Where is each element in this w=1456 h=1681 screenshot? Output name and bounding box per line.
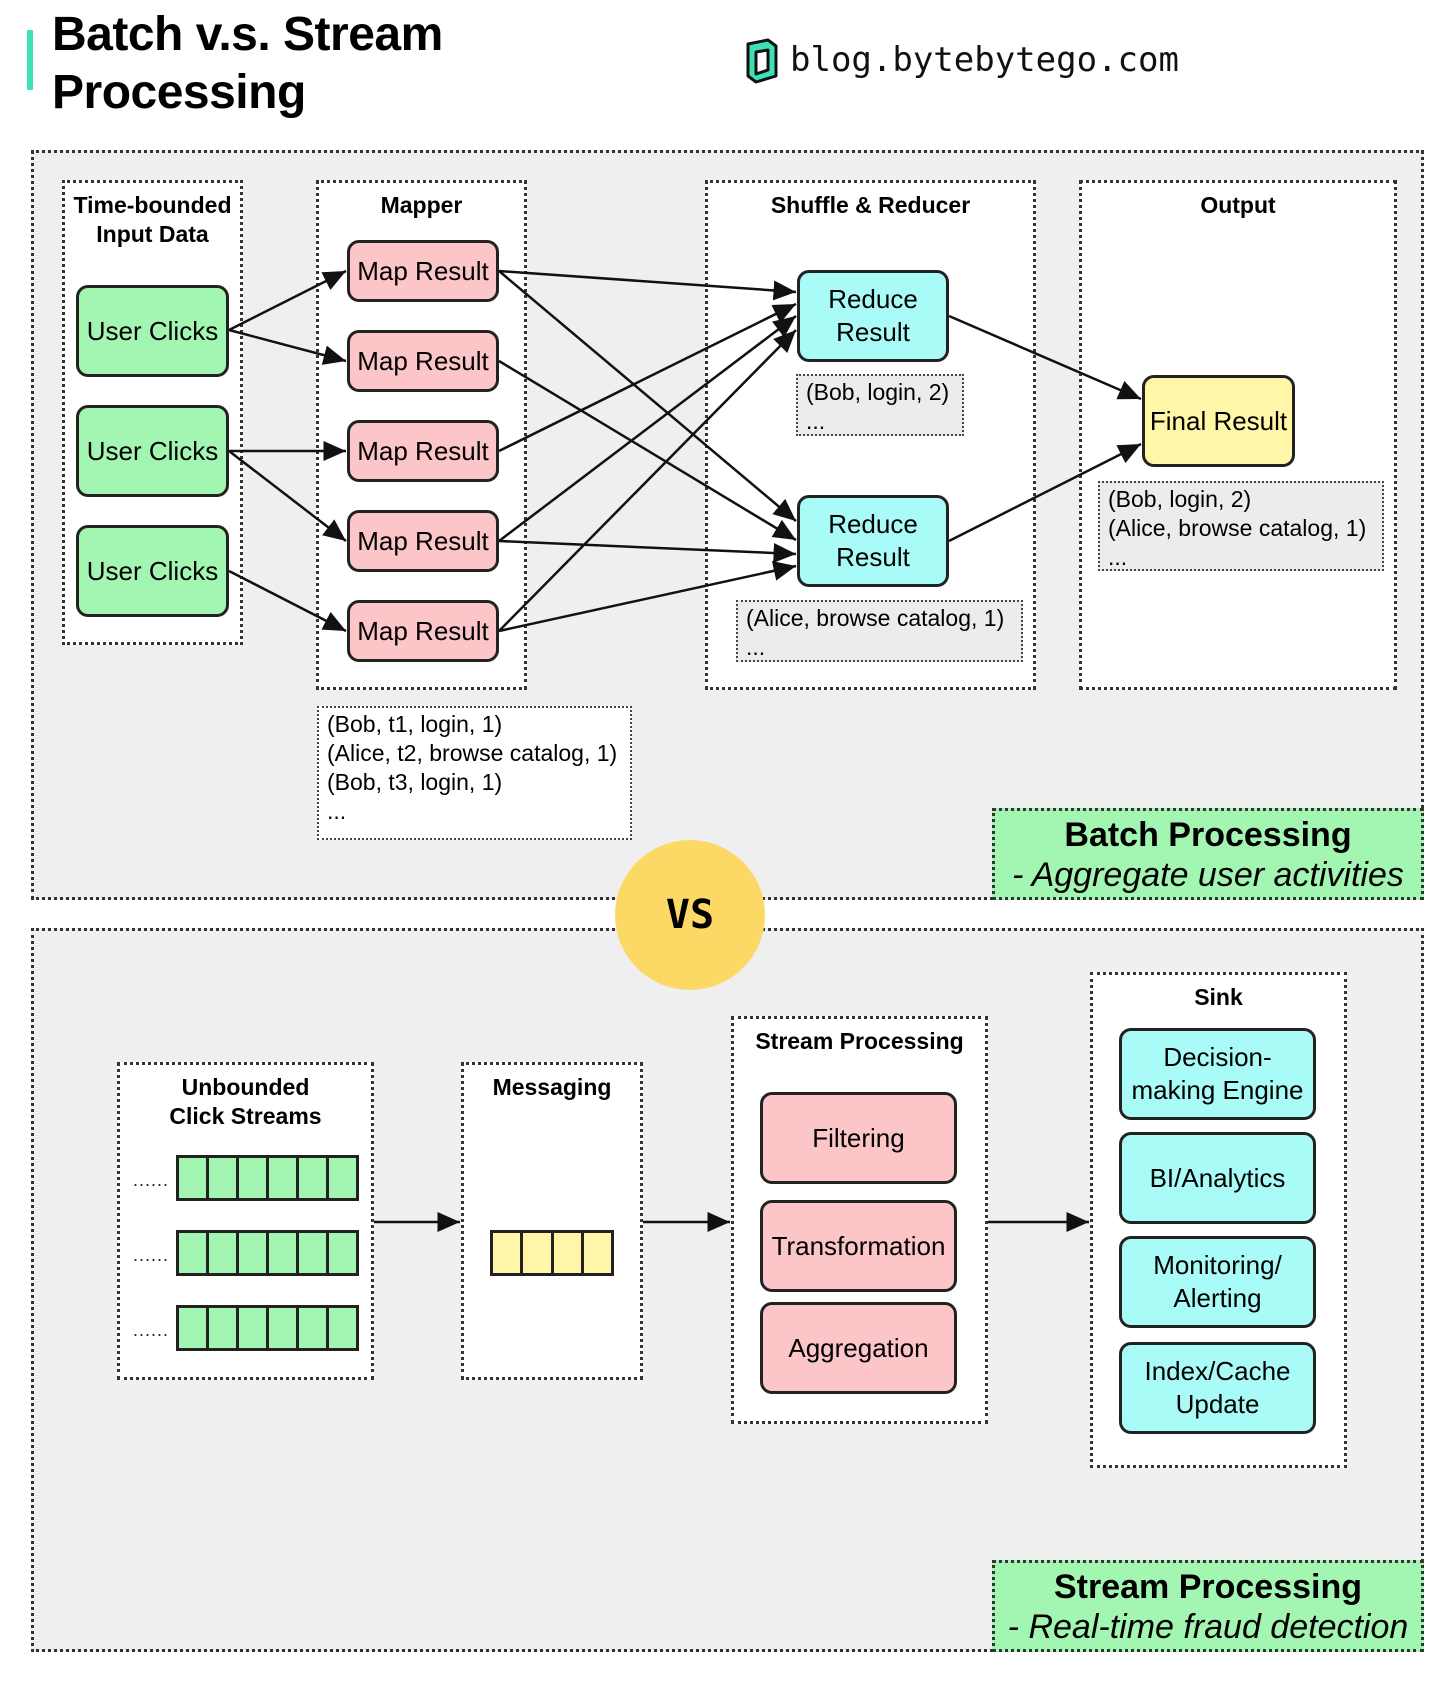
- stream-dots-1: ......: [133, 1170, 170, 1190]
- sink-title: Sink: [1194, 984, 1243, 1010]
- user-clicks-box-3: User Clicks: [76, 525, 229, 617]
- reduce-result-1-line-2: Result: [836, 317, 910, 347]
- decision-engine-box: Decision- making Engine: [1119, 1028, 1316, 1120]
- user-clicks-box-1: User Clicks: [76, 285, 229, 377]
- batch-processing-label: Batch Processing - Aggregate user activi…: [992, 808, 1424, 900]
- aggregation-box: Aggregation: [760, 1302, 957, 1394]
- index-cache-line-2: Update: [1175, 1389, 1260, 1419]
- arrow-map1-reduce2: [498, 270, 797, 522]
- messaging-title: Messaging: [492, 1074, 612, 1100]
- stream-label-subtitle: - Real-time fraud detection: [1007, 1608, 1409, 1646]
- input-panel-title-line-2: Input Data: [96, 221, 209, 247]
- output-note: (Bob, login, 2) (Alice, browse catalog, …: [1098, 481, 1384, 571]
- reduce-result-1-line-1: Reduce: [828, 284, 918, 314]
- final-result-box: Final Result: [1142, 375, 1295, 467]
- arrow-clicks3-map5: [228, 569, 347, 633]
- page-title-line-1: Batch v.s. Stream: [52, 8, 443, 61]
- map-result-box-2: Map Result: [347, 330, 499, 392]
- map-result-box-1: Map Result: [347, 240, 499, 302]
- arrow-clicks2-map4: [228, 450, 347, 542]
- arrow-map3-reduce1: [498, 302, 797, 453]
- monitoring-line-2: Alerting: [1173, 1283, 1262, 1313]
- map-result-box-4: Map Result: [347, 510, 499, 572]
- click-stream-queue-3: [176, 1305, 359, 1351]
- user-clicks-box-2: User Clicks: [76, 405, 229, 497]
- click-streams-title-line-1: Unbounded: [181, 1074, 310, 1100]
- click-streams-title: Unbounded Click Streams: [120, 1073, 371, 1131]
- reduce-result-box-1: Reduce Result: [797, 270, 949, 362]
- click-stream-queue-1: [176, 1155, 359, 1201]
- arrow-map4-reduce2: [498, 539, 797, 564]
- arrow-map1-reduce1: [498, 269, 797, 301]
- transformation-box: Transformation: [760, 1200, 957, 1292]
- title-accent-bar: [27, 30, 33, 90]
- index-cache-line-1: Index/Cache: [1144, 1356, 1291, 1386]
- arrow-clicks1-map1: [228, 269, 347, 332]
- decision-engine-line-2: making Engine: [1131, 1075, 1304, 1105]
- bytebytego-logo-icon: [746, 38, 778, 84]
- stream-processing-title: Stream Processing: [755, 1028, 964, 1054]
- click-streams-title-line-2: Click Streams: [169, 1103, 322, 1129]
- message-queue: [490, 1230, 614, 1276]
- input-panel-title-line-1: Time-bounded: [73, 192, 232, 218]
- stream-dots-3: ......: [133, 1320, 170, 1340]
- messaging-panel: Messaging: [461, 1062, 643, 1380]
- batch-label-title: Batch Processing: [1064, 816, 1352, 854]
- shuffle-panel-title: Shuffle & Reducer: [770, 192, 971, 218]
- mapper-panel-title: Mapper: [380, 192, 463, 218]
- map-result-box-3: Map Result: [347, 420, 499, 482]
- mapper-note: (Bob, t1, login, 1) (Alice, t2, browse c…: [317, 706, 632, 840]
- bi-analytics-box: BI/Analytics: [1119, 1132, 1316, 1224]
- output-panel-title: Output: [1200, 192, 1276, 218]
- stream-label-title: Stream Processing: [1053, 1568, 1363, 1606]
- reduce-note-2: (Alice, browse catalog, 1) ...: [736, 600, 1023, 662]
- map-result-box-5: Map Result: [347, 600, 499, 662]
- arrow-map5-reduce1: [498, 329, 797, 632]
- arrow-reduce2-final: [948, 442, 1142, 543]
- batch-label-subtitle: - Aggregate user activities: [1012, 856, 1404, 894]
- filtering-box: Filtering: [760, 1092, 957, 1184]
- monitoring-alerting-box: Monitoring/ Alerting: [1119, 1236, 1316, 1328]
- stream-processing-label: Stream Processing - Real-time fraud dete…: [992, 1560, 1424, 1652]
- stream-dots-2: ......: [133, 1245, 170, 1265]
- page-title-line-2: Processing: [52, 66, 306, 119]
- reduce-result-2-line-1: Reduce: [828, 509, 918, 539]
- arrow-clicks1-map2: [228, 328, 347, 365]
- arrow-map4-reduce1: [498, 315, 797, 542]
- reduce-note-1: (Bob, login, 2) ...: [796, 374, 964, 436]
- bi-analytics-line-1: BI/Analytics: [1149, 1162, 1286, 1193]
- vs-badge: VS: [615, 840, 765, 990]
- page-title: Batch v.s. Stream Processing: [52, 6, 443, 122]
- arrow-reduce1-final: [948, 314, 1142, 401]
- arrow-map2-reduce2: [498, 359, 797, 542]
- index-cache-box: Index/Cache Update: [1119, 1342, 1316, 1434]
- input-panel-title: Time-bounded Input Data: [65, 191, 240, 249]
- decision-engine-line-1: Decision-: [1163, 1042, 1272, 1072]
- reduce-result-box-2: Reduce Result: [797, 495, 949, 587]
- arrow-map5-reduce2: [498, 561, 797, 633]
- brand-url[interactable]: blog.bytebytego.com: [790, 40, 1179, 80]
- monitoring-line-1: Monitoring/: [1153, 1250, 1282, 1280]
- click-stream-queue-2: [176, 1230, 359, 1276]
- reduce-result-2-line-2: Result: [836, 542, 910, 572]
